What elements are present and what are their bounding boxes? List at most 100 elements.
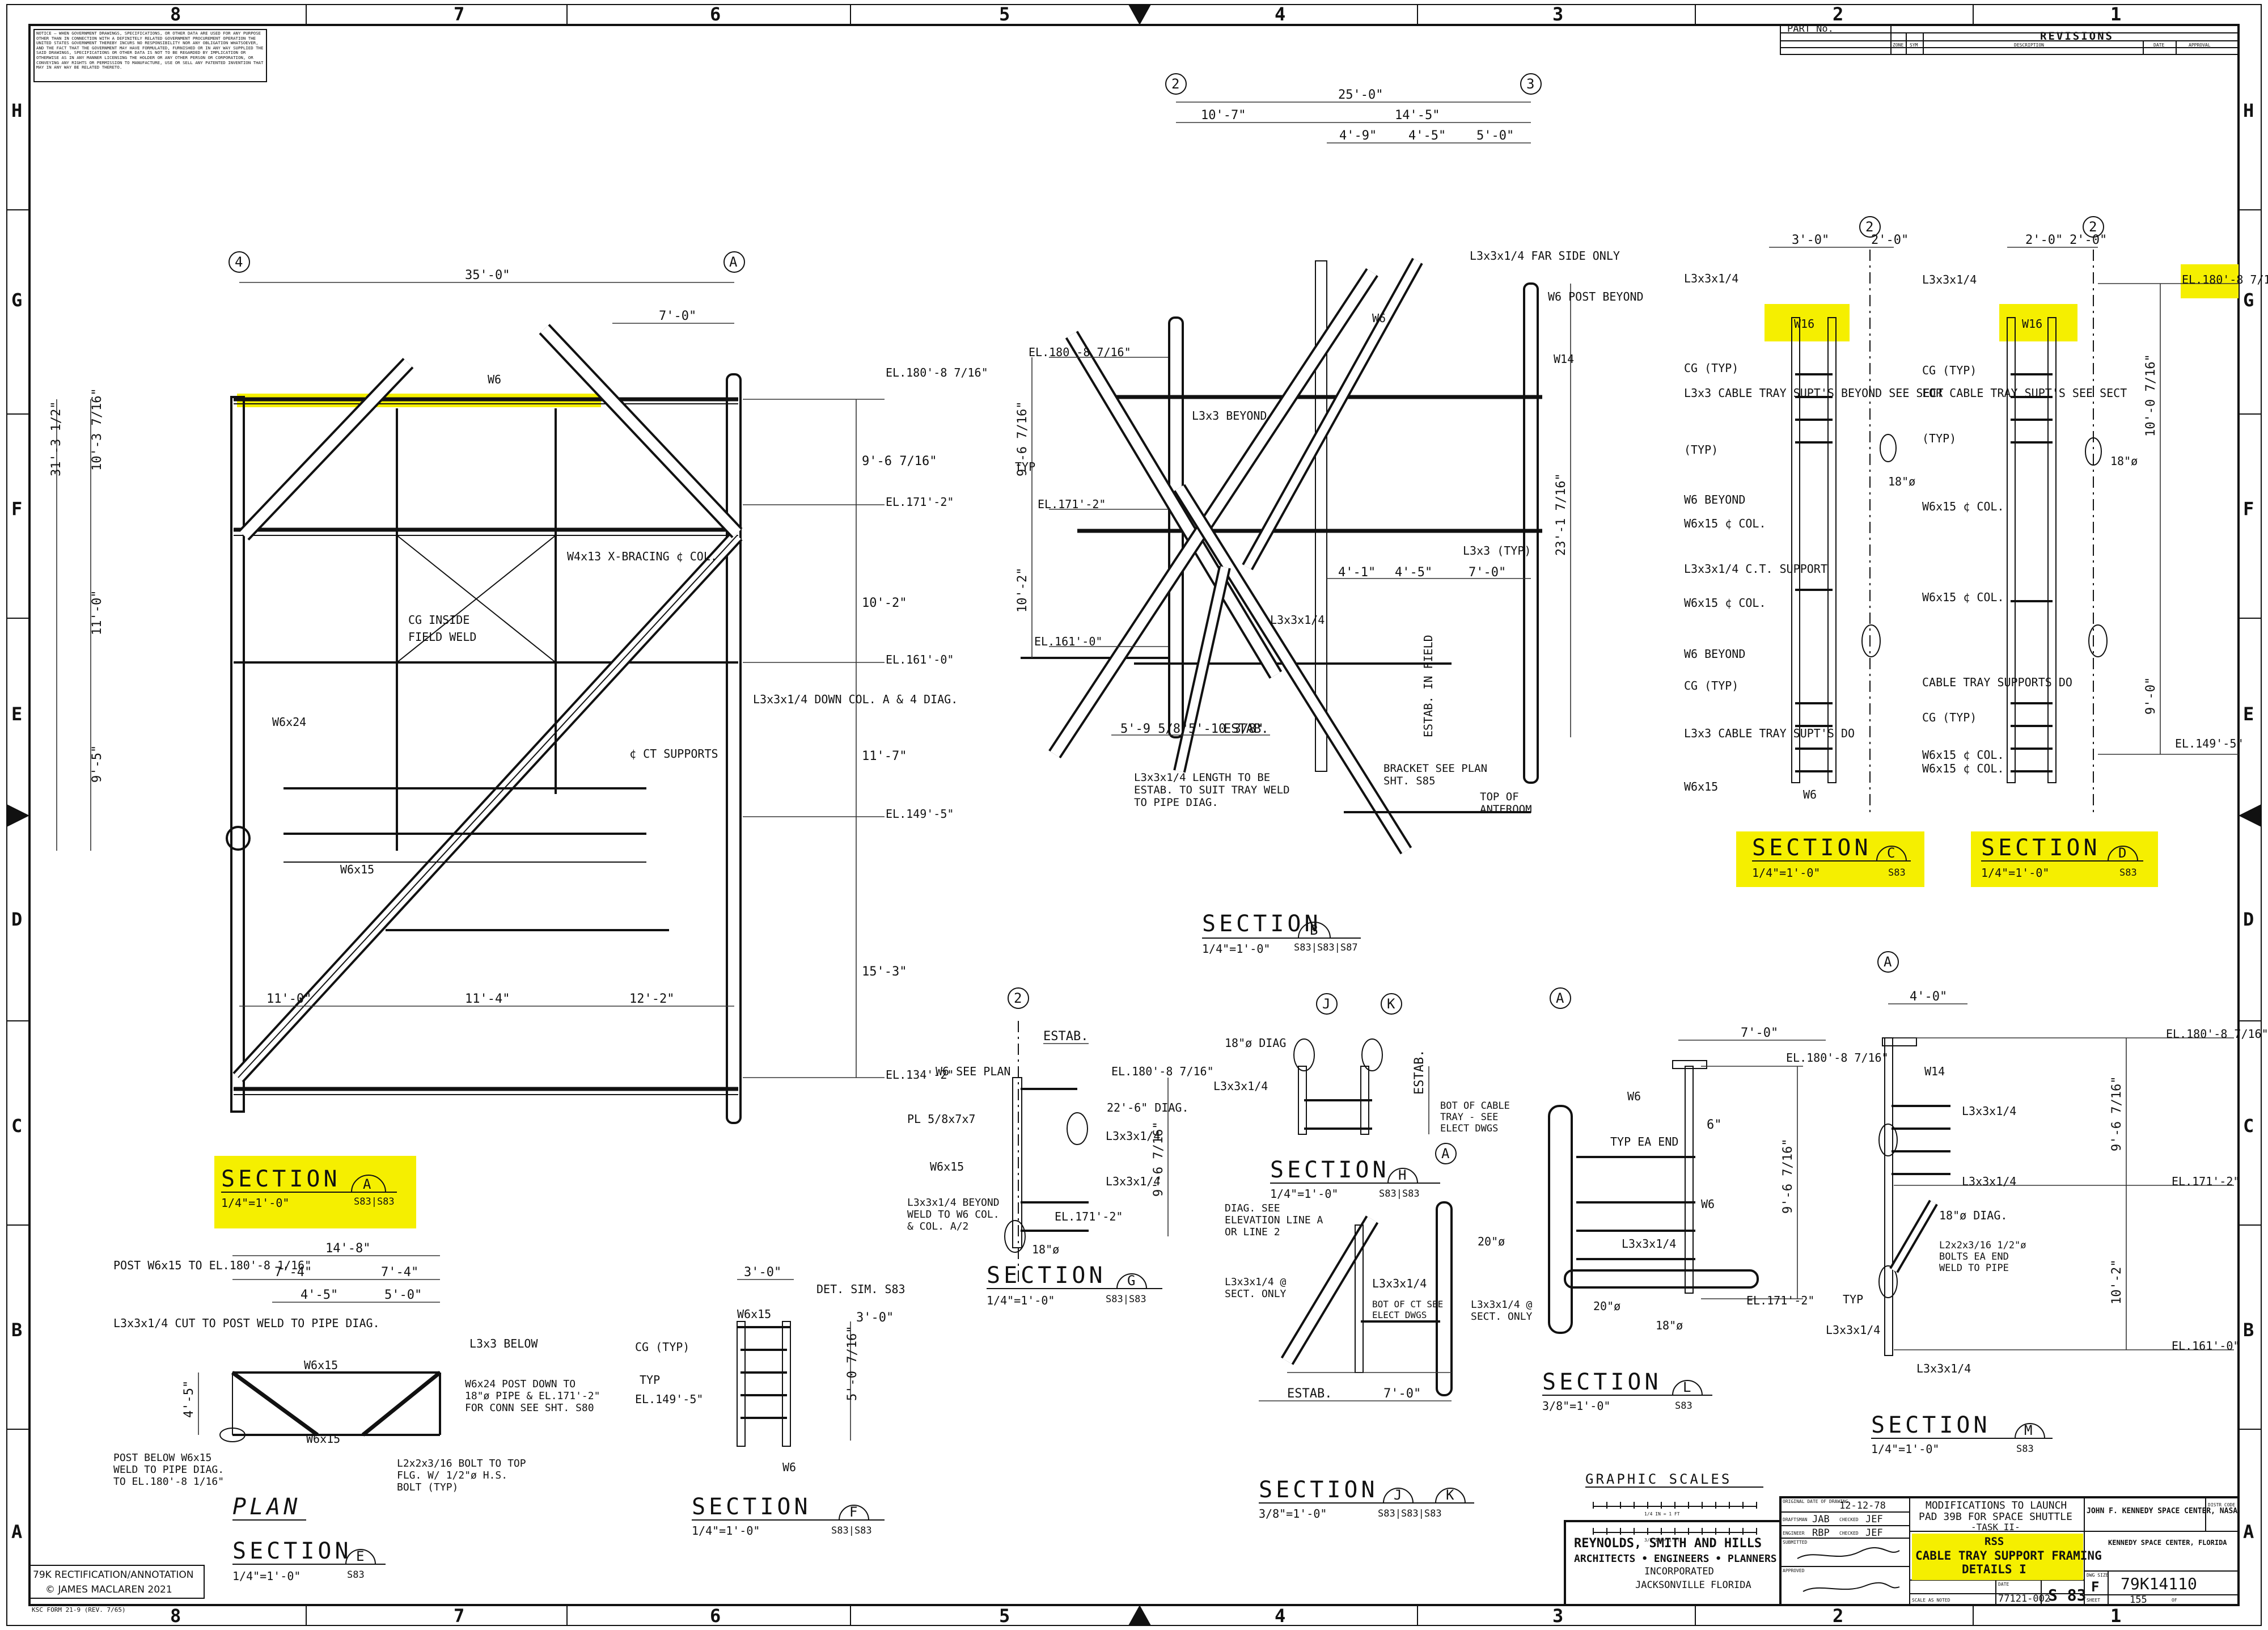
svg-text:L3x3x1/4: L3x3x1/4 (1962, 1175, 2016, 1188)
svg-text:3'-0": 3'-0" (856, 1311, 894, 1325)
svg-text:CG (TYP): CG (TYP) (1922, 711, 1977, 724)
svg-text:W6: W6 (782, 1460, 796, 1474)
svg-text:22'-6" DIAG.: 22'-6" DIAG. (1107, 1101, 1189, 1114)
svg-text:H: H (11, 100, 22, 121)
svg-text:L3x3 BEYOND: L3x3 BEYOND (1192, 409, 1267, 423)
svg-text:PLAN: PLAN (232, 1494, 301, 1520)
svg-text:KENNEDY SPACE CENTER, FLORIDA: KENNEDY SPACE CENTER, FLORIDA (2108, 1539, 2227, 1547)
drawing-title: CABLE TRAY SUPPORT FRAMING (1915, 1549, 2102, 1563)
svg-text:2'-0": 2'-0" (2070, 233, 2107, 247)
svg-text:M: M (2024, 1422, 2032, 1438)
svg-text:5'-9 5/8": 5'-9 5/8" (1120, 722, 1188, 736)
svg-text:JEF: JEF (1865, 1514, 1883, 1525)
svg-text:(TYP): (TYP) (1684, 443, 1718, 457)
svg-text:18"ø DIAG: 18"ø DIAG (1225, 1036, 1286, 1050)
svg-text:A: A (2243, 1521, 2254, 1543)
svg-text:DESCRIPTION: DESCRIPTION (2014, 43, 2044, 48)
note-w6x24-post: W6x24 POST DOWN TO 18"ø PIPE & EL.171'-2… (465, 1378, 600, 1414)
svg-text:L3x3x1/4: L3x3x1/4 (1916, 1362, 1971, 1375)
svg-text:7'-4": 7'-4" (274, 1265, 312, 1279)
svg-text:EL.149'-5": EL.149'-5" (635, 1392, 703, 1406)
svg-text:11'-4": 11'-4" (465, 992, 510, 1006)
svg-text:W14: W14 (1924, 1065, 1945, 1078)
svg-text:DRAFTSMAN: DRAFTSMAN (1783, 1517, 1808, 1522)
svg-text:EL.180'-8 7/16": EL.180'-8 7/16" (1029, 345, 1131, 359)
svg-text:6: 6 (710, 3, 721, 25)
svg-text:L3x3x1/4: L3x3x1/4 (1622, 1237, 1676, 1251)
svg-text:SECTION: SECTION (221, 1166, 341, 1192)
svg-text:EL.180'-8 7/16": EL.180'-8 7/16" (1786, 1051, 1889, 1065)
svg-text:8: 8 (170, 3, 181, 25)
svg-text:H: H (1398, 1167, 1406, 1183)
svg-text:DETAILS I: DETAILS I (1962, 1563, 2026, 1576)
svg-text:7: 7 (454, 3, 464, 25)
svg-text:7'-0": 7'-0" (659, 309, 696, 323)
column-4 (230, 396, 245, 1113)
svg-text:2'-0": 2'-0" (2025, 233, 2063, 247)
svg-text:W6: W6 (1701, 1197, 1715, 1211)
svg-text:ZONE: ZONE (1893, 43, 1903, 48)
svg-text:W6: W6 (1627, 1090, 1641, 1103)
center-arrow-right (2239, 804, 2261, 827)
svg-text:S83|S83: S83|S83 (1379, 1188, 1420, 1200)
svg-text:35'-0": 35'-0" (465, 268, 510, 282)
svg-text:CABLE TRAY SUPPORTS DO: CABLE TRAY SUPPORTS DO (1922, 675, 2072, 689)
svg-text:CG (TYP): CG (TYP) (1684, 361, 1738, 375)
svg-text:F: F (849, 1504, 857, 1520)
svg-text:CG (TYP): CG (TYP) (1684, 679, 1738, 692)
svg-text:7'-4": 7'-4" (381, 1265, 418, 1279)
form-number: KSC FORM 21-9 (REV. 7/65) (32, 1606, 126, 1614)
svg-text:1/4"=1'-0": 1/4"=1'-0" (232, 1569, 301, 1583)
graphic-scales: GRAPHIC SCALES 1/4 IN = 1 FT 3/8 IN = 1 … (1585, 1471, 1763, 1543)
svg-text:L3x3x1/4: L3x3x1/4 (1922, 273, 1977, 286)
svg-text:9'-0": 9'-0" (2144, 677, 2158, 715)
svg-text:E: E (11, 703, 22, 725)
svg-text:B: B (11, 1319, 22, 1341)
svg-text:7: 7 (454, 1605, 464, 1627)
svg-text:-TASK II-: -TASK II- (1971, 1522, 2020, 1532)
svg-text:ESTAB.: ESTAB. (1412, 1050, 1427, 1095)
svg-text:3/8 IN = 1 FT: 3/8 IN = 1 FT (1644, 1538, 1680, 1543)
note-post-below: POST BELOW W6x15 WELD TO PIPE DIAG. TO E… (113, 1452, 225, 1488)
svg-text:G: G (11, 289, 22, 311)
svg-text:7'-0": 7'-0" (1383, 1387, 1421, 1401)
svg-text:11'-7": 11'-7" (862, 749, 907, 763)
svg-text:SECTION: SECTION (1259, 1477, 1378, 1503)
svg-text:S83: S83 (2016, 1443, 2034, 1455)
note-m-bolts: L2x2x3/16 1/2"ø BOLTS EA END WELD TO PIP… (1939, 1240, 2026, 1274)
center-arrow-bottom (1128, 1605, 1151, 1625)
svg-text:K: K (1446, 1487, 1454, 1503)
svg-text:9'-6 7/16": 9'-6 7/16" (1015, 402, 1030, 476)
svg-text:L3x3x1/4: L3x3x1/4 (1270, 613, 1325, 627)
note-sect-only-2: L3x3x1/4 @ SECT. ONLY (1471, 1299, 1533, 1323)
svg-text:1/4"=1'-0": 1/4"=1'-0" (987, 1294, 1055, 1307)
svg-text:TYP: TYP (640, 1373, 660, 1387)
svg-text:A: A (11, 1521, 22, 1543)
note-sect-only: L3x3x1/4 @ SECT. ONLY (1225, 1276, 1287, 1300)
svg-text:A: A (729, 254, 738, 270)
svg-text:PAD 39B FOR SPACE SHUTTLE: PAD 39B FOR SPACE SHUTTLE (1919, 1511, 2072, 1523)
svg-text:4'-5": 4'-5" (182, 1380, 196, 1418)
svg-text:10'-2": 10'-2" (862, 596, 907, 610)
part-no-label: PART No. (1787, 23, 1834, 35)
svg-text:SYM: SYM (1910, 43, 1918, 48)
section-b: 2 3 25'-0" 10'-7" 14'-5" 4'-9" 4'-5" 5'-… (1015, 73, 1644, 855)
svg-text:EL.171'-2": EL.171'-2" (1038, 497, 1106, 511)
svg-text:1/4"=1'-0": 1/4"=1'-0" (1871, 1442, 1939, 1456)
svg-text:GRAPHIC SCALES: GRAPHIC SCALES (1585, 1471, 1732, 1487)
note-bracket: BRACKET SEE PLAN SHT. S85 (1383, 762, 1488, 787)
annotation-box: 79K RECTIFICATION/ANNOTATION © JAMES MAC… (29, 1565, 205, 1599)
svg-text:2: 2 (2089, 219, 2097, 235)
svg-text:3/8"=1'-0": 3/8"=1'-0" (1542, 1399, 1610, 1413)
svg-text:F: F (11, 498, 22, 520)
svg-text:FIELD WELD: FIELD WELD (408, 630, 476, 644)
svg-text:A: A (1556, 990, 1564, 1006)
svg-text:S83: S83 (1675, 1400, 1692, 1412)
svg-text:L3x3x1/4: L3x3x1/4 (1106, 1129, 1160, 1143)
svg-text:10'-3 7/16": 10'-3 7/16" (90, 388, 104, 471)
svg-text:L: L (1683, 1379, 1691, 1395)
svg-text:15'-3": 15'-3" (862, 965, 907, 979)
svg-text:DET. SIM. S83: DET. SIM. S83 (816, 1282, 905, 1296)
svg-text:L3x3x1/4 C.T. SUPPORT: L3x3x1/4 C.T. SUPPORT (1684, 562, 1827, 576)
svg-text:W6x15 ¢ COL.: W6x15 ¢ COL. (1684, 596, 1766, 610)
